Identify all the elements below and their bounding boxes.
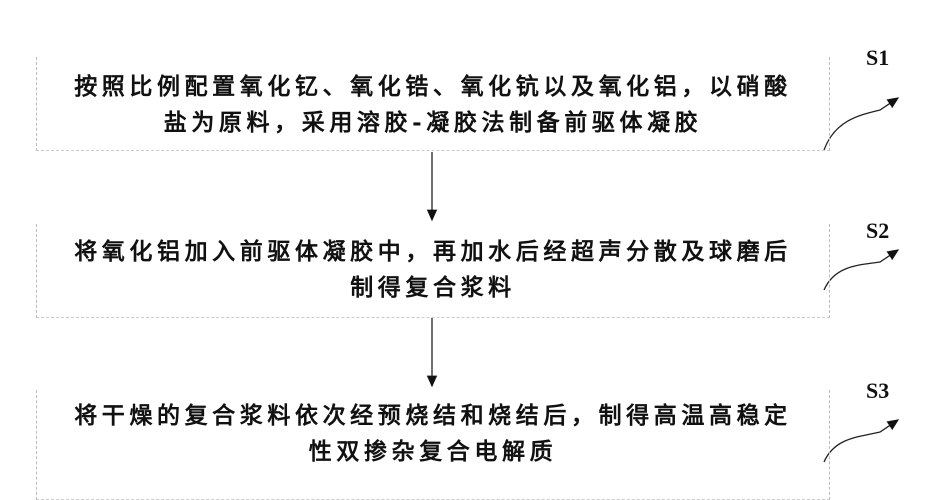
step-text: 按照比例配置氧化钇、氧化锆、氧化钪以及氧化铝，以硝酸 [37,69,829,105]
step-label-s3: S3 [866,378,889,404]
step-text: 盐为原料，采用溶胶-凝胶法制备前驱体凝胶 [37,105,829,141]
step-text: 将氧化铝加入前驱体凝胶中，再加水后经超声分散及球磨后 [37,234,829,270]
step-text: 制得复合浆料 [37,270,829,306]
step-text: 性双掺杂复合电解质 [37,434,829,470]
leader-s2 [824,250,898,290]
step-box-s2: 将氧化铝加入前驱体凝胶中，再加水后经超声分散及球磨后 制得复合浆料 [36,224,830,318]
step-label-s1: S1 [866,45,889,71]
step-text: 将干燥的复合浆料依次经预烧结和烧结后，制得高温高稳定 [37,398,829,434]
leader-s1 [824,98,898,150]
step-label-s2: S2 [866,218,889,244]
leader-s3 [824,420,898,462]
step-box-s1: 按照比例配置氧化钇、氧化锆、氧化钪以及氧化铝，以硝酸 盐为原料，采用溶胶-凝胶法… [36,57,830,151]
step-box-s3: 将干燥的复合浆料依次经预烧结和烧结后，制得高温高稳定 性双掺杂复合电解质 [36,390,830,500]
